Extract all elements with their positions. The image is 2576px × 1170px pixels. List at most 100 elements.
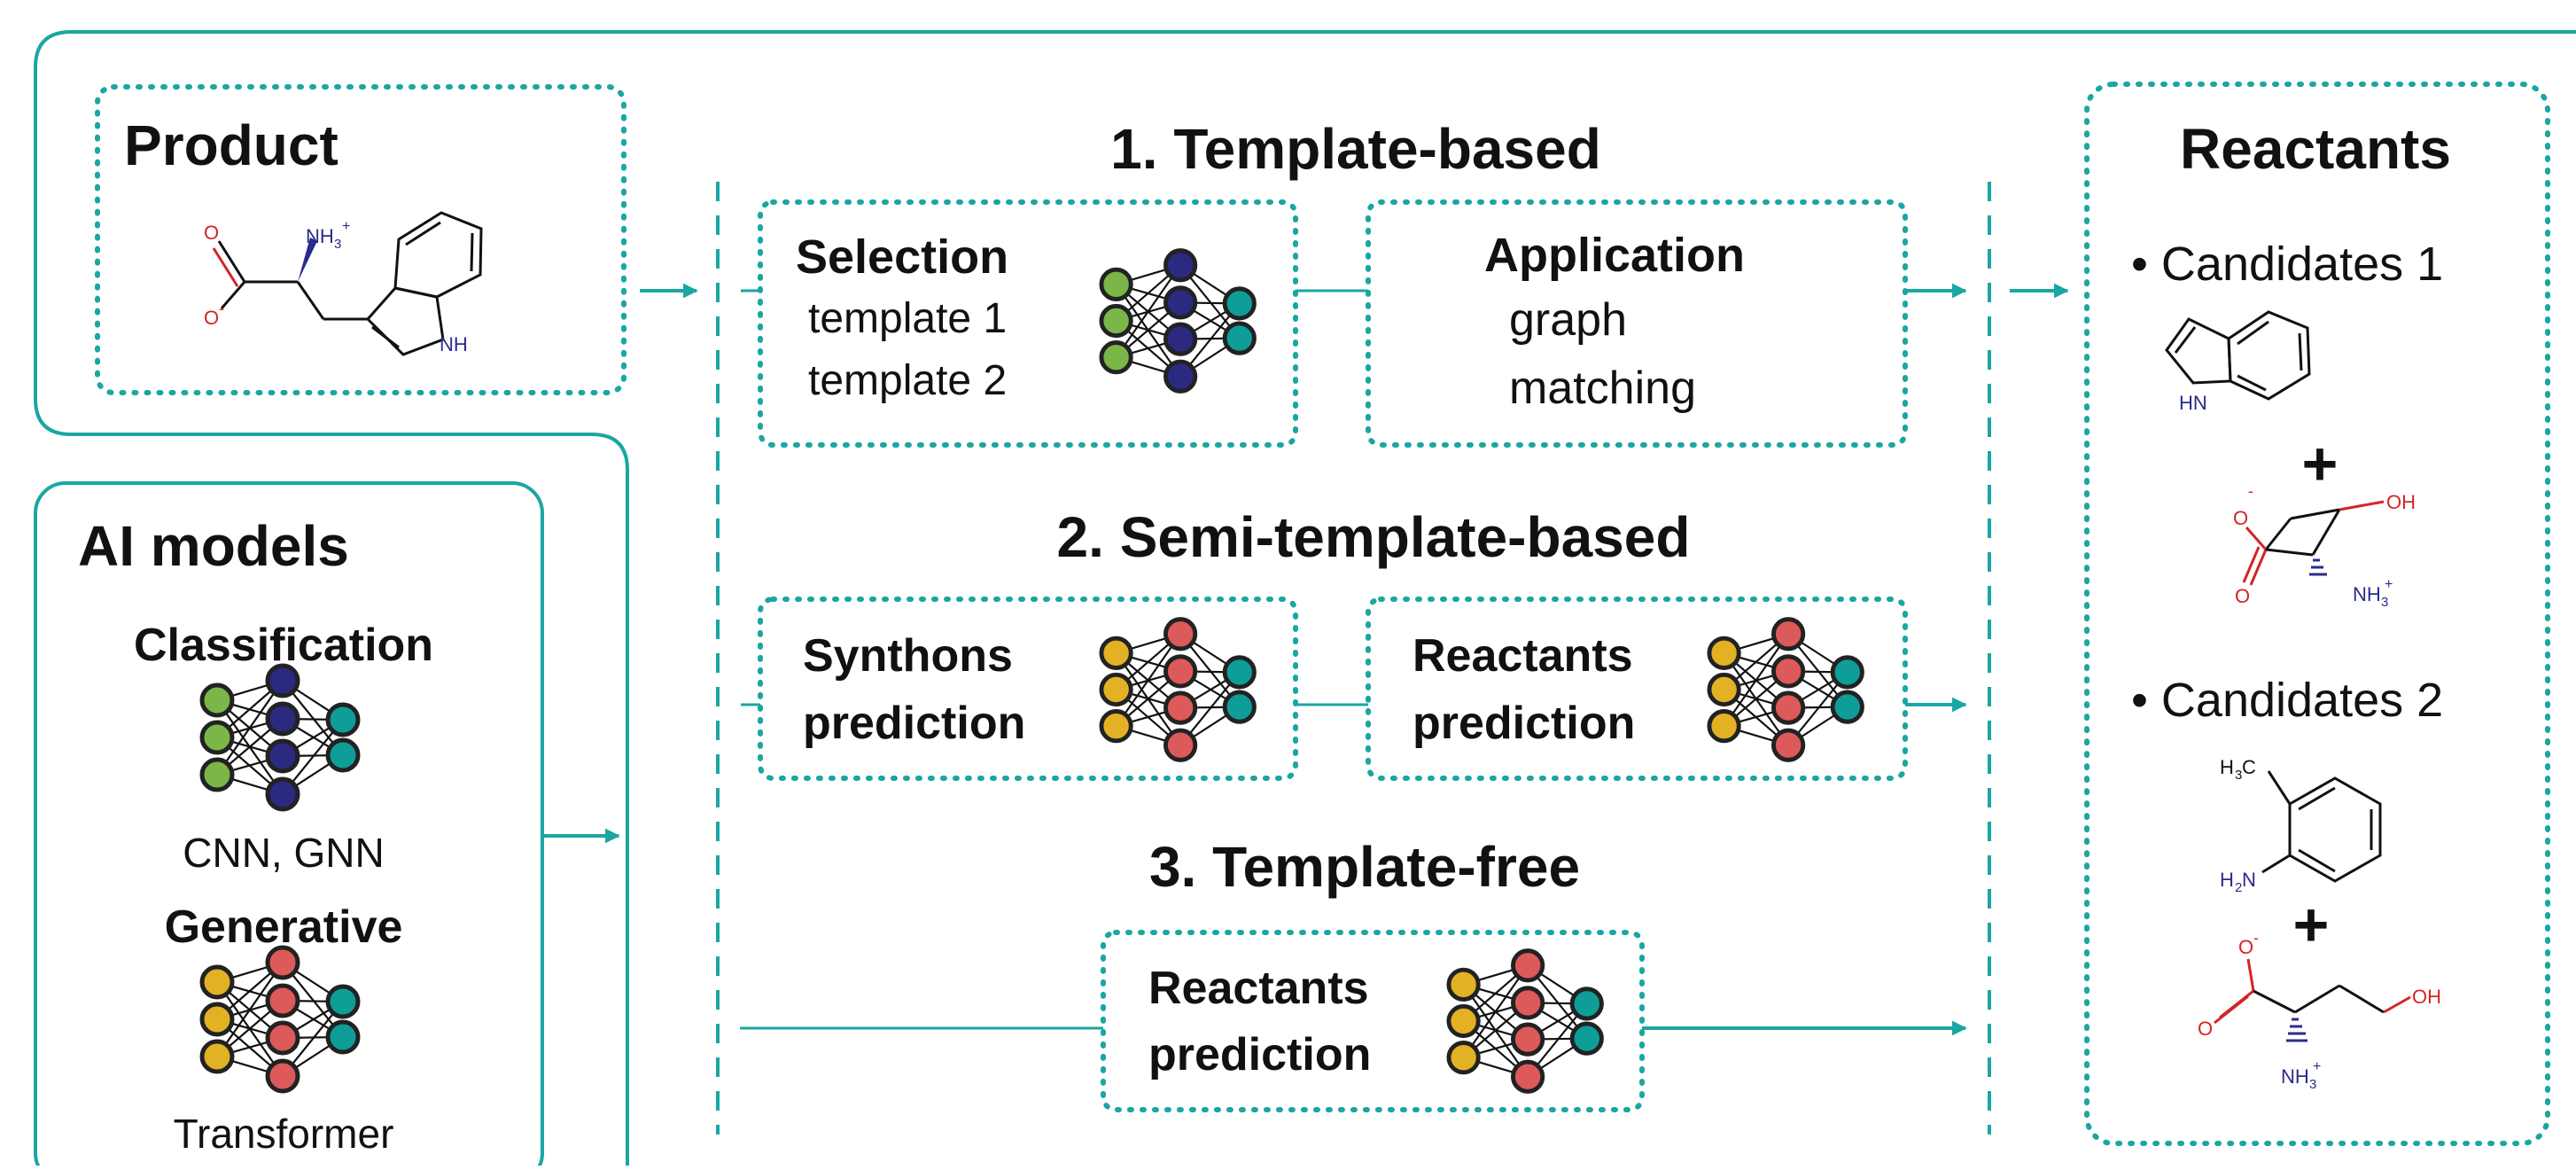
semi-reactants-line-1: Reactants bbox=[1413, 630, 1633, 682]
network-node bbox=[1707, 709, 1741, 744]
reactants-box bbox=[2084, 82, 2550, 1146]
product-atom-nh3: NH bbox=[306, 225, 334, 247]
synthons-box bbox=[758, 597, 1298, 781]
network-node bbox=[265, 983, 300, 1018]
network-node bbox=[1446, 1041, 1481, 1075]
homoserine-hash-bond bbox=[2286, 1018, 2308, 1042]
selection-network-icon bbox=[1099, 248, 1257, 394]
serine-molecule bbox=[2242, 500, 2385, 586]
network-node bbox=[1511, 986, 1545, 1020]
network-node bbox=[1771, 690, 1806, 725]
network-node bbox=[1099, 709, 1133, 744]
serine-atom-o-minus: O bbox=[2233, 507, 2248, 529]
free-reactants-box bbox=[1101, 930, 1645, 1112]
template-based-title: 1. Template-based bbox=[1110, 117, 1601, 181]
network-edge bbox=[1115, 633, 1182, 727]
serine-atom-nh3: NH bbox=[2353, 583, 2381, 605]
classification-caption: CNN, GNN bbox=[183, 830, 384, 876]
network-node bbox=[1446, 967, 1481, 1002]
network-node bbox=[1163, 728, 1198, 762]
reactants-title: Reactants bbox=[2180, 117, 2451, 181]
synthons-line-2: prediction bbox=[803, 698, 1025, 749]
selection-box bbox=[758, 199, 1298, 448]
classification-label: Classification bbox=[134, 620, 433, 671]
wedge-bond bbox=[298, 238, 317, 282]
network-node bbox=[265, 701, 300, 737]
network-node bbox=[199, 1039, 235, 1074]
classification-network-icon bbox=[199, 663, 361, 812]
network-node bbox=[1163, 359, 1198, 394]
network-node bbox=[199, 757, 235, 792]
network-node bbox=[325, 737, 361, 773]
selection-template-1: template 1 bbox=[808, 295, 1007, 342]
network-node bbox=[1163, 322, 1198, 356]
network-node bbox=[265, 663, 300, 698]
homoserine-charge-plus: + bbox=[2313, 1059, 2321, 1074]
network-node bbox=[1707, 672, 1741, 707]
toluidine-atom-h3c: H bbox=[2220, 756, 2234, 778]
homoserine-atom-nh3: NH bbox=[2281, 1065, 2309, 1088]
network-node bbox=[199, 964, 235, 1000]
network-node bbox=[199, 682, 235, 718]
network-node bbox=[1099, 672, 1133, 707]
network-node bbox=[1569, 987, 1604, 1021]
network-node bbox=[1771, 617, 1806, 651]
network-node bbox=[1446, 1003, 1481, 1039]
network-node bbox=[1830, 655, 1864, 690]
product-atom-o-minus: O bbox=[204, 307, 219, 329]
plus-sign-1: + bbox=[2302, 429, 2339, 498]
serine-charge-plus: + bbox=[2385, 577, 2393, 592]
toluidine-atom-n: N bbox=[2242, 869, 2256, 891]
generative-label: Generative bbox=[165, 901, 403, 953]
application-title: Application bbox=[1484, 229, 1745, 282]
product-box bbox=[95, 84, 626, 395]
free-reactants-network-icon bbox=[1446, 948, 1604, 1094]
free-reactants-line-1: Reactants bbox=[1148, 963, 1369, 1014]
serine-hash-bond bbox=[2309, 558, 2327, 576]
network-edge bbox=[216, 680, 284, 776]
product-atom-o: O bbox=[204, 222, 219, 244]
network-node bbox=[1222, 690, 1257, 724]
product-atom-nh: NH bbox=[440, 333, 468, 355]
network-node bbox=[1222, 321, 1257, 355]
serine-charge-minus: - bbox=[2248, 482, 2253, 500]
network-node bbox=[1099, 340, 1133, 375]
toluidine-sub2: 2 bbox=[2235, 880, 2242, 895]
selection-title: Selection bbox=[796, 230, 1008, 284]
network-node bbox=[1511, 1059, 1545, 1094]
network-node bbox=[265, 776, 300, 812]
product-molecule bbox=[212, 211, 483, 356]
application-graph: graph bbox=[1509, 294, 1627, 346]
free-reactants-line-2: prediction bbox=[1148, 1029, 1371, 1080]
homoserine-sub3: 3 bbox=[2309, 1077, 2316, 1092]
toluidine-atom-c: C bbox=[2242, 756, 2256, 778]
toluidine-sub3: 3 bbox=[2235, 768, 2242, 783]
serine-atom-o: O bbox=[2235, 585, 2250, 607]
homoserine-atom-o-minus: O bbox=[2238, 936, 2253, 958]
network-node bbox=[1163, 285, 1198, 320]
network-node bbox=[1511, 1022, 1545, 1057]
candidates-2-label: • Candidates 2 bbox=[2131, 674, 2443, 727]
network-node bbox=[1707, 636, 1741, 670]
candidates-1-label: • Candidates 1 bbox=[2131, 238, 2443, 291]
network-node bbox=[1163, 654, 1198, 689]
network-node bbox=[265, 945, 300, 980]
generative-network-icon bbox=[199, 945, 361, 1094]
network-node bbox=[1163, 690, 1198, 725]
network-edge bbox=[1462, 964, 1529, 1058]
network-node bbox=[1569, 1021, 1604, 1056]
network-node bbox=[265, 1058, 300, 1094]
semi-template-title: 2. Semi-template-based bbox=[1057, 505, 1691, 569]
network-node bbox=[1099, 267, 1133, 301]
network-node bbox=[1771, 728, 1806, 762]
network-node bbox=[1099, 303, 1133, 339]
homoserine-molecule bbox=[2214, 958, 2411, 1025]
product-sub3: 3 bbox=[334, 237, 341, 252]
product-charge-minus: - bbox=[219, 300, 224, 317]
network-node bbox=[325, 1019, 361, 1055]
network-node bbox=[1771, 654, 1806, 689]
network-node bbox=[265, 738, 300, 774]
network-node bbox=[1163, 248, 1198, 283]
semi-reactants-line-2: prediction bbox=[1413, 698, 1635, 749]
